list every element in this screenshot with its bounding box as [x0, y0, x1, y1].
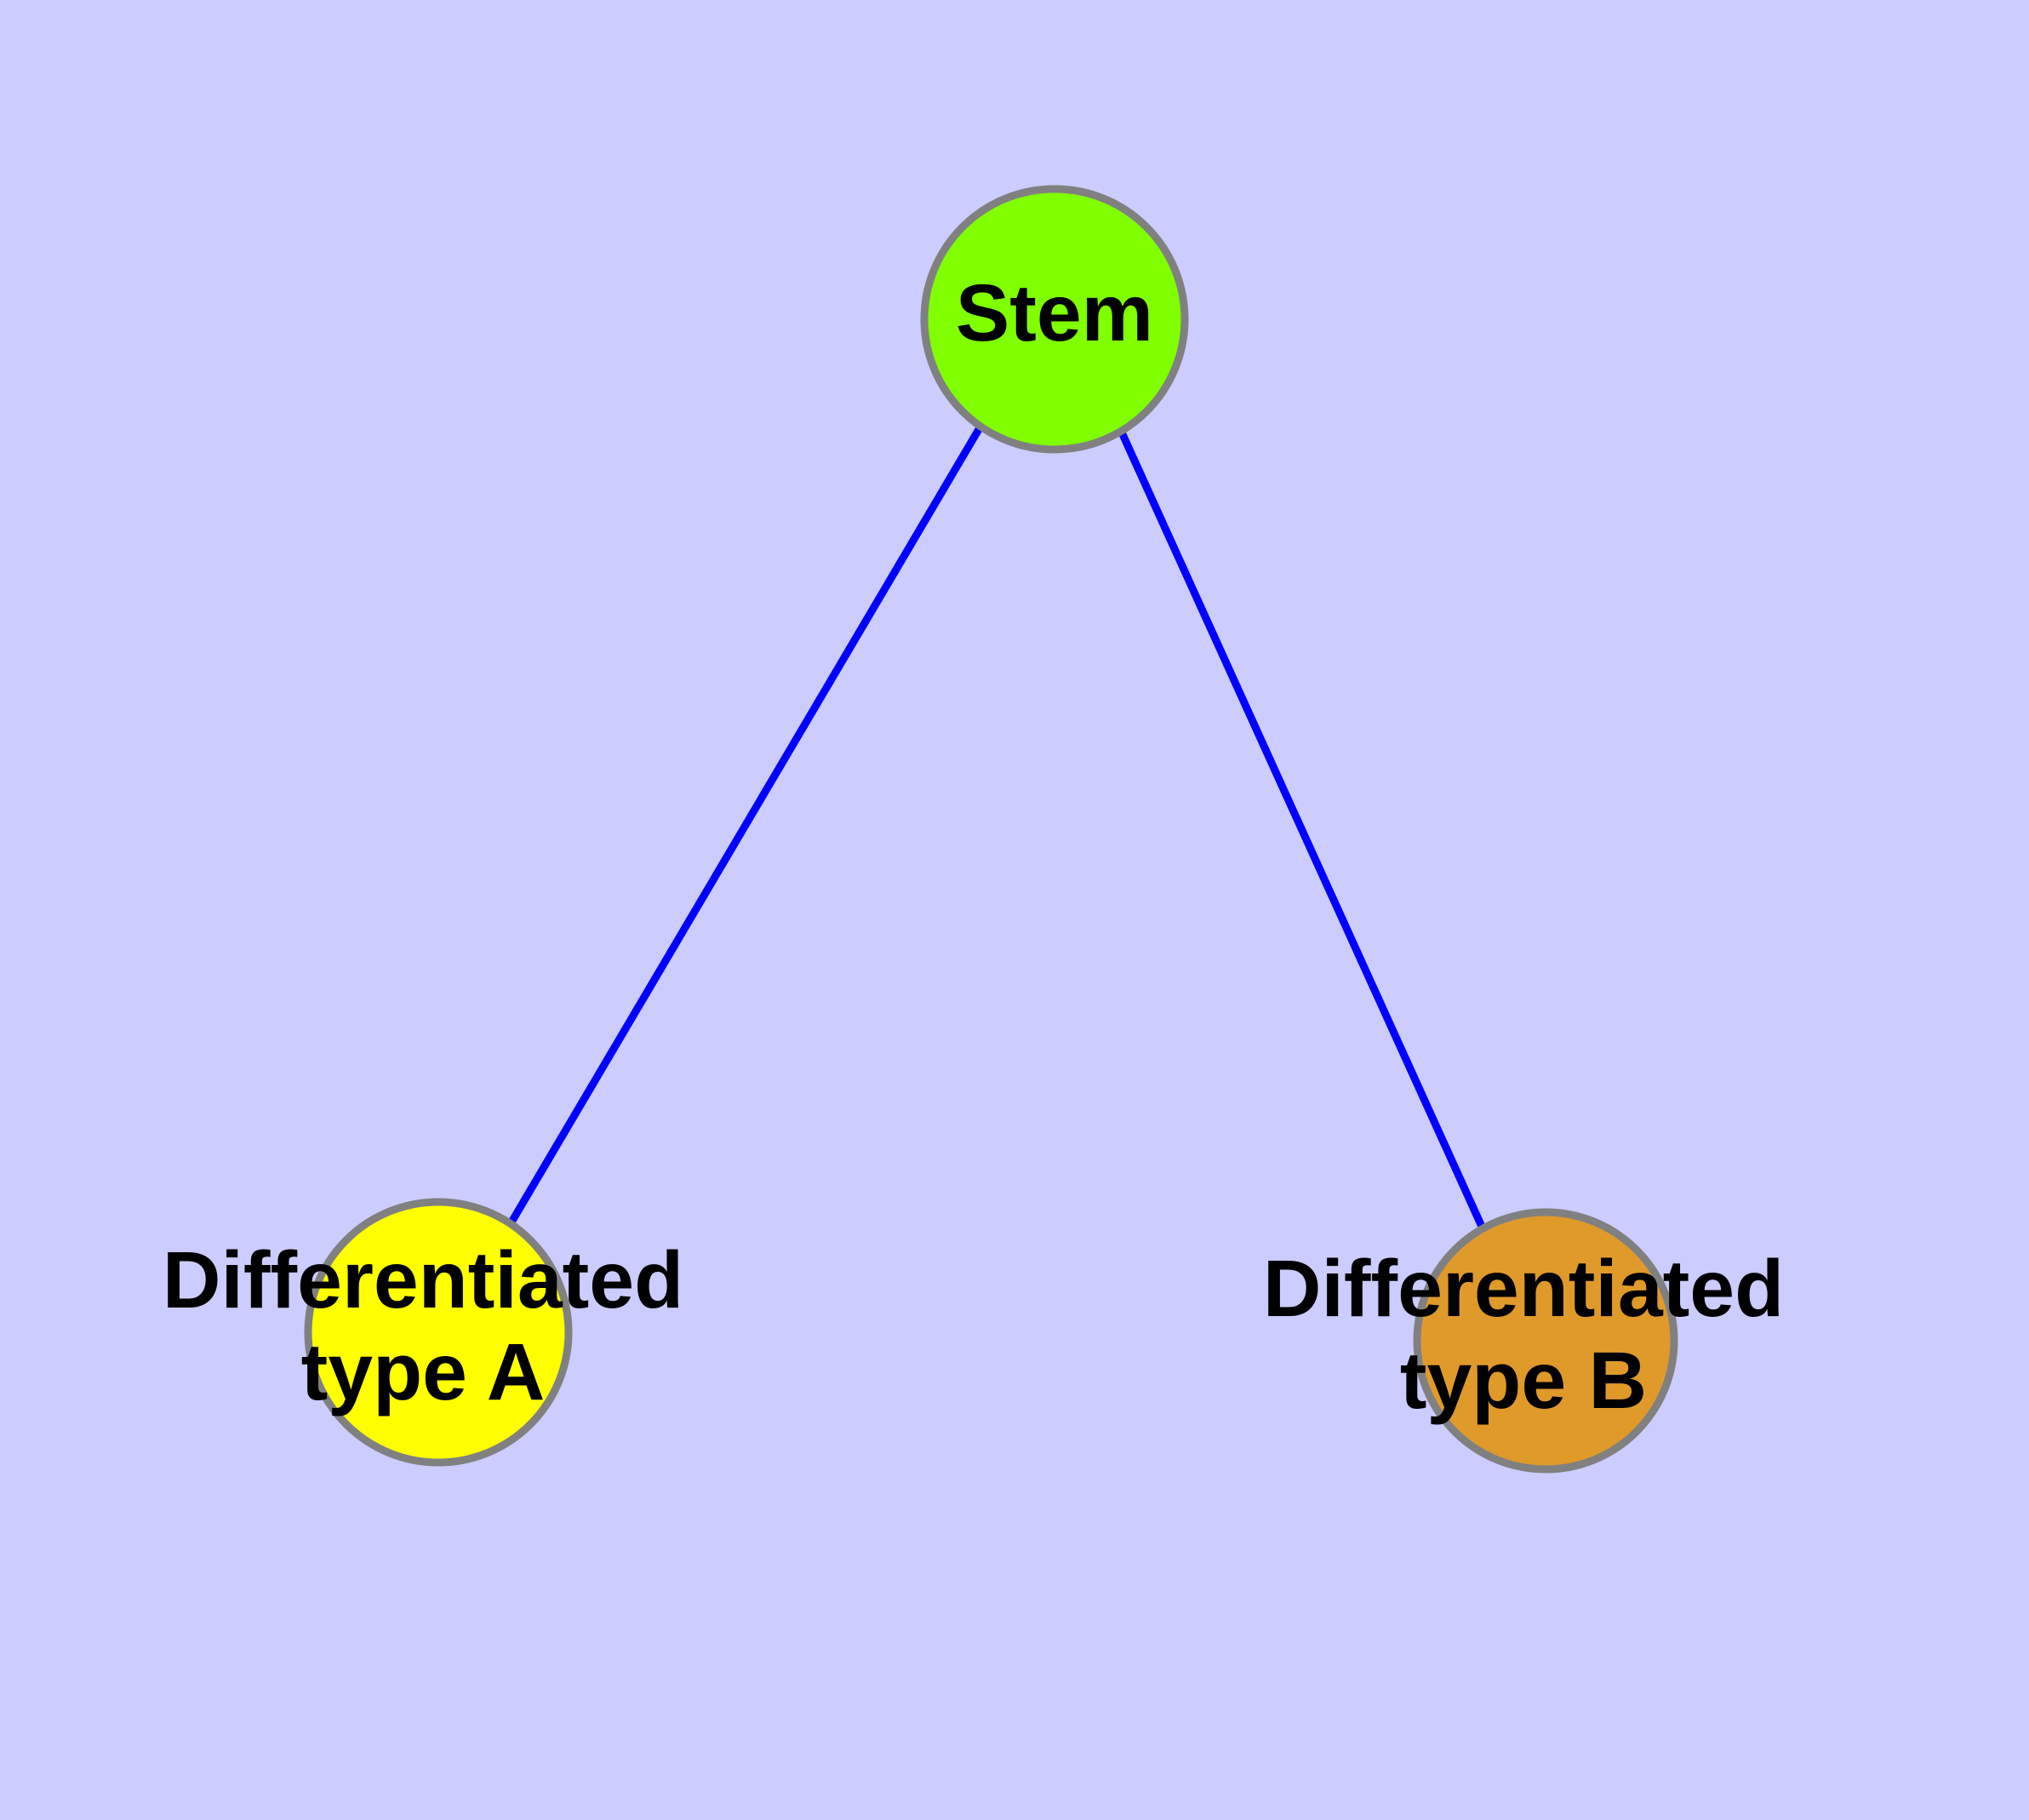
edge-stem-to-differentiated-type-a[interactable]: [509, 424, 984, 1223]
node-differentiated-type-b[interactable]: [1413, 1208, 1678, 1474]
node-label-line: Stem: [956, 268, 1153, 358]
node-differentiated-type-a[interactable]: [304, 1198, 573, 1467]
node-label-line: Differentiated: [163, 1235, 683, 1325]
node-layer: [304, 185, 1678, 1474]
node-label-stem: Stem: [956, 268, 1153, 358]
node-stem[interactable]: [920, 185, 1189, 454]
node-label-line: Differentiated: [1263, 1244, 1784, 1334]
node-label-line: type B: [1400, 1336, 1647, 1426]
node-label-line: type A: [301, 1327, 546, 1417]
edge-stem-to-differentiated-type-b[interactable]: [1117, 431, 1487, 1230]
edge-layer: [509, 424, 1487, 1230]
